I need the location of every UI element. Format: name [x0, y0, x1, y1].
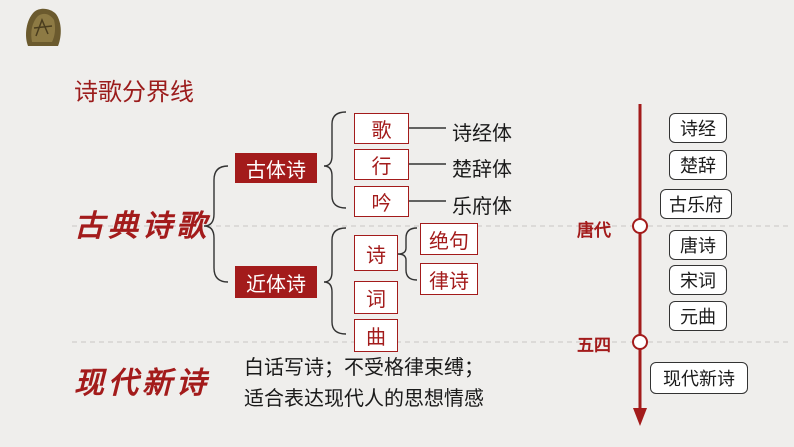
timeline-tang-poetry: 唐诗 [669, 230, 727, 260]
timeline-chuci: 楚辞 [669, 150, 727, 180]
modern-poetry-label: 现代新诗 [74, 366, 210, 401]
shijing-style-text: 诗经体 [452, 121, 512, 145]
jueju-box: 绝句 [420, 223, 478, 255]
timeline-modern-poetry: 现代新诗 [650, 362, 748, 394]
qu-box: 曲 [354, 319, 398, 352]
ge-box: 歌 [354, 113, 409, 144]
ci-box: 词 [354, 281, 398, 314]
classical-poetry-label: 古典诗歌 [74, 209, 210, 244]
description-line-2: 适合表达现代人的思想情感 [244, 386, 484, 410]
xing-box: 行 [354, 149, 409, 180]
chuci-style-text: 楚辞体 [452, 157, 512, 181]
decorative-stone-image [26, 8, 61, 46]
timeline-song-ci: 宋词 [669, 265, 727, 295]
modern-poetry-description: 白话写诗；不受格律束缚； 适合表达现代人的思想情感 [244, 352, 484, 414]
description-line-1: 白话写诗；不受格律束缚； [244, 355, 484, 379]
tang-dynasty-marker: 唐代 [577, 221, 611, 241]
ancient-style-poem-box: 古体诗 [235, 153, 317, 183]
yuefu-style-text: 乐府体 [452, 194, 512, 218]
modern-style-poem-box: 近体诗 [235, 266, 317, 298]
lvshi-box: 律诗 [420, 263, 478, 295]
timeline-guyuefu: 古乐府 [660, 189, 732, 219]
timeline-shijing: 诗经 [669, 113, 727, 143]
may-fourth-marker: 五四 [577, 336, 611, 356]
shi-box: 诗 [354, 235, 398, 271]
timeline-yuan-qu: 元曲 [669, 301, 727, 331]
page-title: 诗歌分界线 [74, 78, 194, 106]
yin-box: 吟 [354, 186, 409, 217]
